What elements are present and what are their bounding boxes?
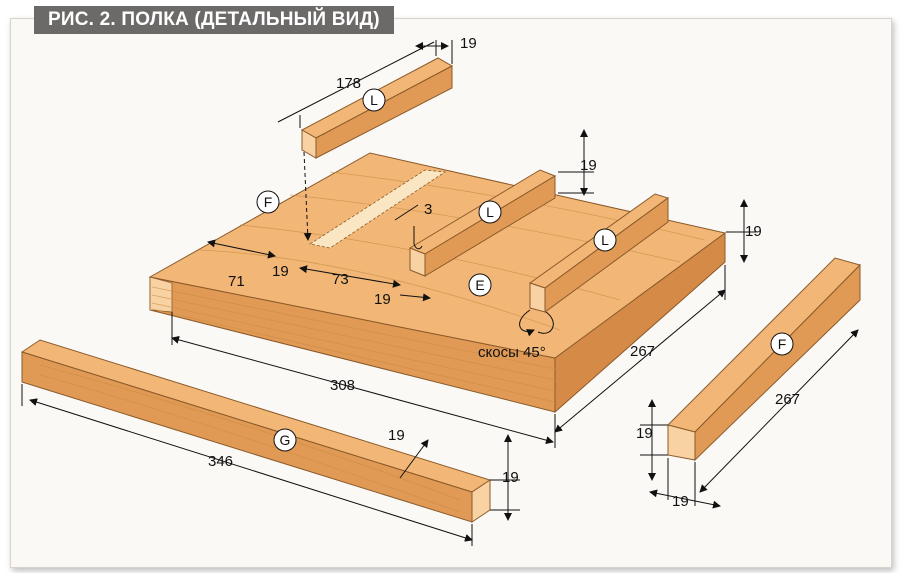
- dim-offset-19b: 19: [374, 291, 391, 308]
- svg-text:F: F: [778, 336, 787, 352]
- slot-groove: [308, 169, 447, 249]
- label-f-right: F: [770, 332, 794, 356]
- dim-g-length: 346: [208, 453, 233, 470]
- dim-f-width: 19: [672, 493, 689, 510]
- dim-g-width: 19: [388, 427, 405, 444]
- dim-slot-depth: 3: [424, 201, 432, 218]
- dim-f-length: 267: [775, 391, 800, 408]
- label-e: E: [468, 273, 492, 297]
- bevel-annotation: скосы 45°: [478, 344, 546, 361]
- svg-text:L: L: [601, 232, 609, 248]
- dim-g-height: 19: [502, 469, 519, 486]
- svg-text:G: G: [280, 432, 291, 448]
- dim-offset-71: 71: [228, 273, 245, 290]
- figure-title: РИС. 2. ПОЛКА (ДЕТАЛЬНЫЙ ВИД): [34, 6, 394, 34]
- dim-l-top-width: 19: [460, 35, 477, 52]
- label-l-top: L: [362, 88, 386, 112]
- svg-text:E: E: [475, 277, 484, 293]
- svg-text:L: L: [370, 92, 378, 108]
- label-g: G: [273, 428, 297, 452]
- rail-f-right: [667, 257, 861, 462]
- dim-offset-73: 73: [332, 271, 349, 288]
- dim-l-top-length: 178: [336, 75, 361, 92]
- dim-f-height: 19: [636, 425, 653, 442]
- dim-base-thickness: 19: [745, 223, 762, 240]
- dimension-lines: [21, 40, 859, 546]
- dim-offset-19a: 19: [272, 263, 289, 280]
- dim-base-length: 308: [330, 377, 355, 394]
- label-f-top: F: [256, 190, 280, 214]
- dimension-texts: 19 178 19 3 19 71 19 73 19 267 308 19 19…: [208, 35, 800, 510]
- label-l-middle: L: [478, 200, 502, 224]
- dim-l-mid-height: 19: [580, 157, 597, 174]
- svg-text:F: F: [264, 194, 273, 210]
- svg-text:L: L: [486, 204, 494, 220]
- label-l-right: L: [593, 228, 617, 252]
- dim-base-depth: 267: [630, 343, 655, 360]
